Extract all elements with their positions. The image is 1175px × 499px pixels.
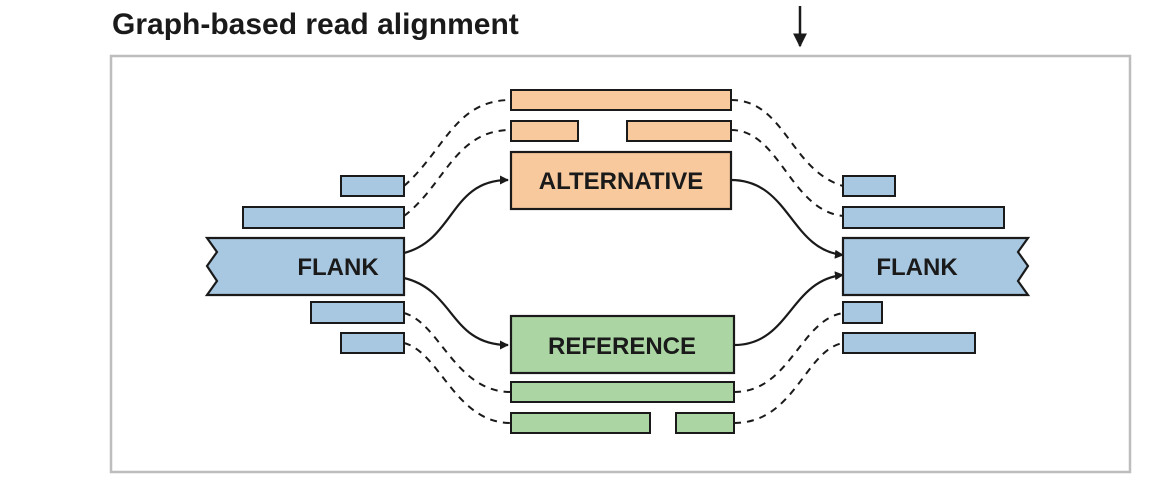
read-bar <box>510 120 579 142</box>
edge-flank-to-alternative <box>403 175 509 255</box>
right-flank-node: FLANK <box>841 236 1031 297</box>
dashed-read-path <box>730 99 844 187</box>
read-bar <box>510 381 735 403</box>
read-bar <box>842 175 896 197</box>
left-flank-reads <box>242 175 405 354</box>
dashed-read-path <box>403 342 512 424</box>
left-flank-node: FLANK <box>204 236 406 297</box>
reference-label: REFERENCE <box>548 333 696 360</box>
edge-reference-to-flank <box>733 271 844 347</box>
dashed-read-path <box>733 312 844 393</box>
reference-reads <box>510 381 735 434</box>
read-bar <box>675 412 735 434</box>
diagram-title: Graph-based read alignment <box>112 8 519 41</box>
alternative-node: ALTERNATIVE <box>509 150 733 211</box>
alternative-label: ALTERNATIVE <box>539 168 703 195</box>
reference-node: REFERENCE <box>509 314 736 375</box>
read-bar <box>842 206 1005 229</box>
diagram-frame <box>109 54 1132 474</box>
read-bar <box>510 89 732 111</box>
dashed-read-path <box>403 129 512 217</box>
right-flank-reads <box>842 175 1005 354</box>
edge-alternative-to-flank <box>730 178 844 259</box>
read-bar <box>842 301 883 324</box>
dashed-read-path <box>730 129 844 217</box>
right-flank-label: FLANK <box>876 254 958 281</box>
read-bar <box>510 412 651 434</box>
read-bar <box>842 332 976 354</box>
read-bar <box>242 206 405 229</box>
edge-flank-to-reference <box>403 276 509 350</box>
graph-edges <box>403 175 844 350</box>
read-bar <box>340 175 405 197</box>
read-bar <box>626 120 732 142</box>
dashed-read-path <box>403 312 512 393</box>
read-bar <box>340 332 405 354</box>
alternative-reads <box>510 89 732 142</box>
dashed-read-path <box>403 99 512 187</box>
dashed-read-path <box>733 342 844 424</box>
read-connectors <box>403 99 844 424</box>
left-flank-label: FLANK <box>297 254 379 281</box>
read-bar <box>310 301 405 324</box>
